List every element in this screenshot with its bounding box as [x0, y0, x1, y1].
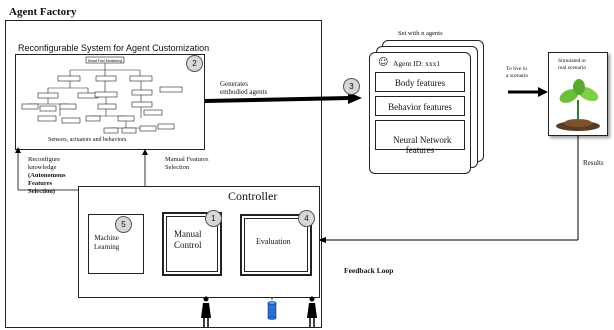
set-label: Set with n agents — [398, 30, 443, 37]
page-title: Agent Factory — [9, 6, 77, 18]
evaluation-label: Evaluation — [256, 237, 291, 246]
ml-label: Machine Learning — [94, 234, 120, 251]
reconfigure-label: Reconfigure knowledge — [28, 156, 61, 171]
smiley-icon: ☺ — [378, 57, 389, 68]
database-icon — [267, 301, 277, 320]
feedback-label: Feedback Loop — [344, 266, 394, 275]
reconfig-caption: Sensors, actuators and behaviors — [48, 137, 127, 143]
person-icon — [201, 296, 211, 327]
scenario-label: Simulated or real scenario — [558, 58, 587, 71]
controller-title: Controller — [228, 189, 278, 203]
behavior-features-label: Behavior features — [388, 102, 452, 112]
badge-2: 2 — [186, 55, 203, 72]
evaluation-inner — [244, 218, 308, 272]
body-features-label: Body features — [394, 78, 446, 88]
live-label: To live in a scenario — [506, 66, 529, 79]
manual-control-label: Manual Control — [174, 229, 202, 250]
neural-features-box: Neural Network features — [375, 120, 465, 155]
tree-root-label: Smart Fuel Monitoring — [88, 59, 122, 63]
neural-features-label: Neural Network features — [393, 135, 452, 155]
reconfig-box — [15, 54, 205, 150]
body-features-box: Body features — [375, 72, 465, 92]
autonomous-label: (Autonomous Features Selection) — [28, 172, 66, 195]
badge-5: 5 — [115, 216, 132, 233]
badge-1: 1 — [205, 210, 222, 227]
generates-label: Generates embodied agents — [220, 80, 268, 96]
results-label: Results — [583, 159, 604, 167]
behavior-features-box: Behavior features — [375, 96, 465, 116]
person-icon — [307, 296, 317, 327]
reconfig-title: Reconfigurable System for Agent Customiz… — [18, 43, 210, 53]
badge-4: 4 — [298, 210, 315, 227]
agent-id: Agent ID: xxx1 — [393, 59, 441, 68]
manual-selection-label: Manual Features Selection — [165, 156, 209, 171]
badge-3: 3 — [343, 78, 360, 95]
